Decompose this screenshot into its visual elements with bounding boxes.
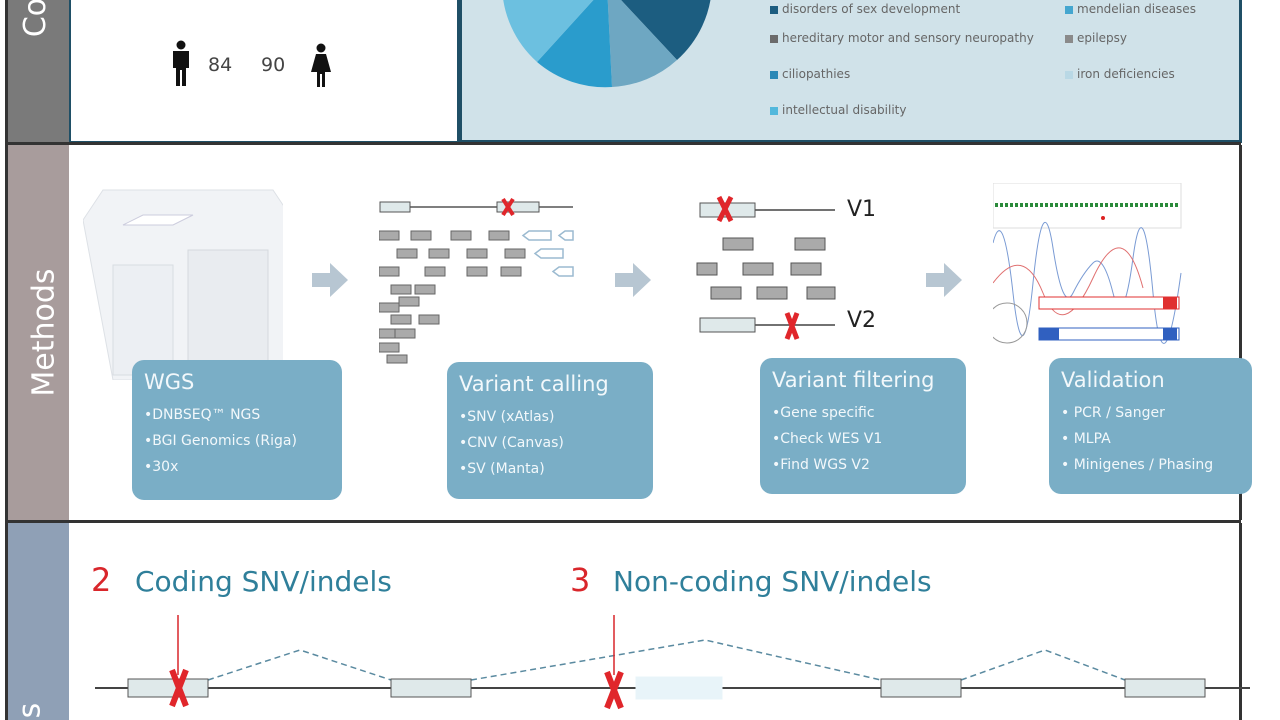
exon [880,678,962,698]
variant-v1-label: V1 [847,197,877,222]
step-item: •Gene specific [772,405,875,421]
cohort-panel: 84 90 [69,0,459,143]
sequencer-machine-image [83,189,283,380]
results-sidebar: s [5,523,69,720]
legend-swatch [1065,34,1073,43]
step-item: • MLPA [1061,431,1111,447]
methods-section-label: Methods [26,268,62,397]
legend-swatch [1065,5,1073,14]
step-variant-calling: Variant calling •SNV (xAtlas) •CNV (Canv… [447,362,653,499]
section-divider [5,520,1241,523]
methods-sidebar: Methods [5,145,69,520]
variant-x-icon [169,668,189,708]
male-count: 84 [208,54,233,76]
legend-swatch [770,106,778,115]
gene-structure-diagram [95,615,1250,710]
arrow-right-icon [926,263,962,297]
female-count: 90 [261,54,286,76]
variant-x-icon [604,670,624,710]
read-alignment-diagram [379,197,574,364]
legend-label: hereditary motor and sensory neuropathy [782,31,1034,45]
step-item: •DNBSEQ™ NGS [144,407,261,423]
legend-swatch [770,70,778,79]
legend-label: ciliopathies [782,67,851,81]
legend-item: mendelian diseases [1065,2,1196,17]
coding-count: 2 [91,561,112,599]
step-item: •SV (Manta) [459,461,545,477]
legend-label: epilepsy [1077,31,1128,45]
variant-v2-label: V2 [847,308,877,333]
coding-label: Coding SNV/indels [135,565,392,598]
legend-item: ciliopathies [770,67,850,82]
step-item: •30x [144,459,179,475]
step-variant-filtering: Variant filtering •Gene specific •Check … [760,358,966,494]
female-icon [311,43,331,87]
legend-label: mendelian diseases [1077,2,1196,16]
variant-filtering-diagram [696,195,836,340]
step-item: •BGI Genomics (Riga) [144,433,297,449]
step-wgs: WGS •DNBSEQ™ NGS •BGI Genomics (Riga) •3… [132,360,342,500]
step-item: •Check WES V1 [772,431,883,447]
arrow-right-icon [615,263,651,297]
exon [1124,678,1206,698]
pie-slice [503,0,594,62]
step-validation: Validation • PCR / Sanger • MLPA • Minig… [1049,358,1252,494]
noncoding-count: 3 [570,561,591,599]
disease-panel: disorders of sex development mendelian d… [459,0,1242,143]
step-title: Validation [1061,368,1165,392]
exon [635,676,723,700]
legend-swatch [1065,70,1073,79]
arrow-right-icon [312,263,348,297]
exon [127,678,209,698]
legend-swatch [770,34,778,43]
step-title: WGS [144,370,195,394]
cohort-sidebar: Co [5,0,69,143]
section-divider [5,142,1241,145]
male-icon [173,40,189,86]
methods-panel: V1 V2 WGS •DNBSEQ™ NGS •BGI Genomics (Ri… [69,145,1252,520]
legend-swatch [770,5,778,14]
step-item: • PCR / Sanger [1061,405,1165,421]
step-title: Variant calling [459,372,609,396]
step-item: • Minigenes / Phasing [1061,457,1214,473]
validation-chromatogram-image [993,183,1182,344]
step-item: •SNV (xAtlas) [459,409,555,425]
pie-slice [607,0,677,87]
cohort-section-label: Co [18,0,54,38]
legend-label: intellectual disability [782,103,907,117]
step-item: •Find WGS V2 [772,457,870,473]
legend-item: intellectual disability [770,103,906,118]
legend-item: epilepsy [1065,31,1127,46]
legend-item: disorders of sex development [770,2,960,17]
noncoding-label: Non-coding SNV/indels [613,565,932,598]
exon [390,678,472,698]
legend-label: disorders of sex development [782,2,961,16]
step-item: •CNV (Canvas) [459,435,564,451]
legend-item: hereditary motor and sensory neuropathy [770,31,1034,46]
disease-pie-chart [503,0,711,88]
pie-slice [537,0,612,88]
step-title: Variant filtering [772,368,935,392]
legend-label: iron deficiencies [1077,67,1175,81]
legend-item: iron deficiencies [1065,67,1175,82]
pie-slice [621,0,711,60]
